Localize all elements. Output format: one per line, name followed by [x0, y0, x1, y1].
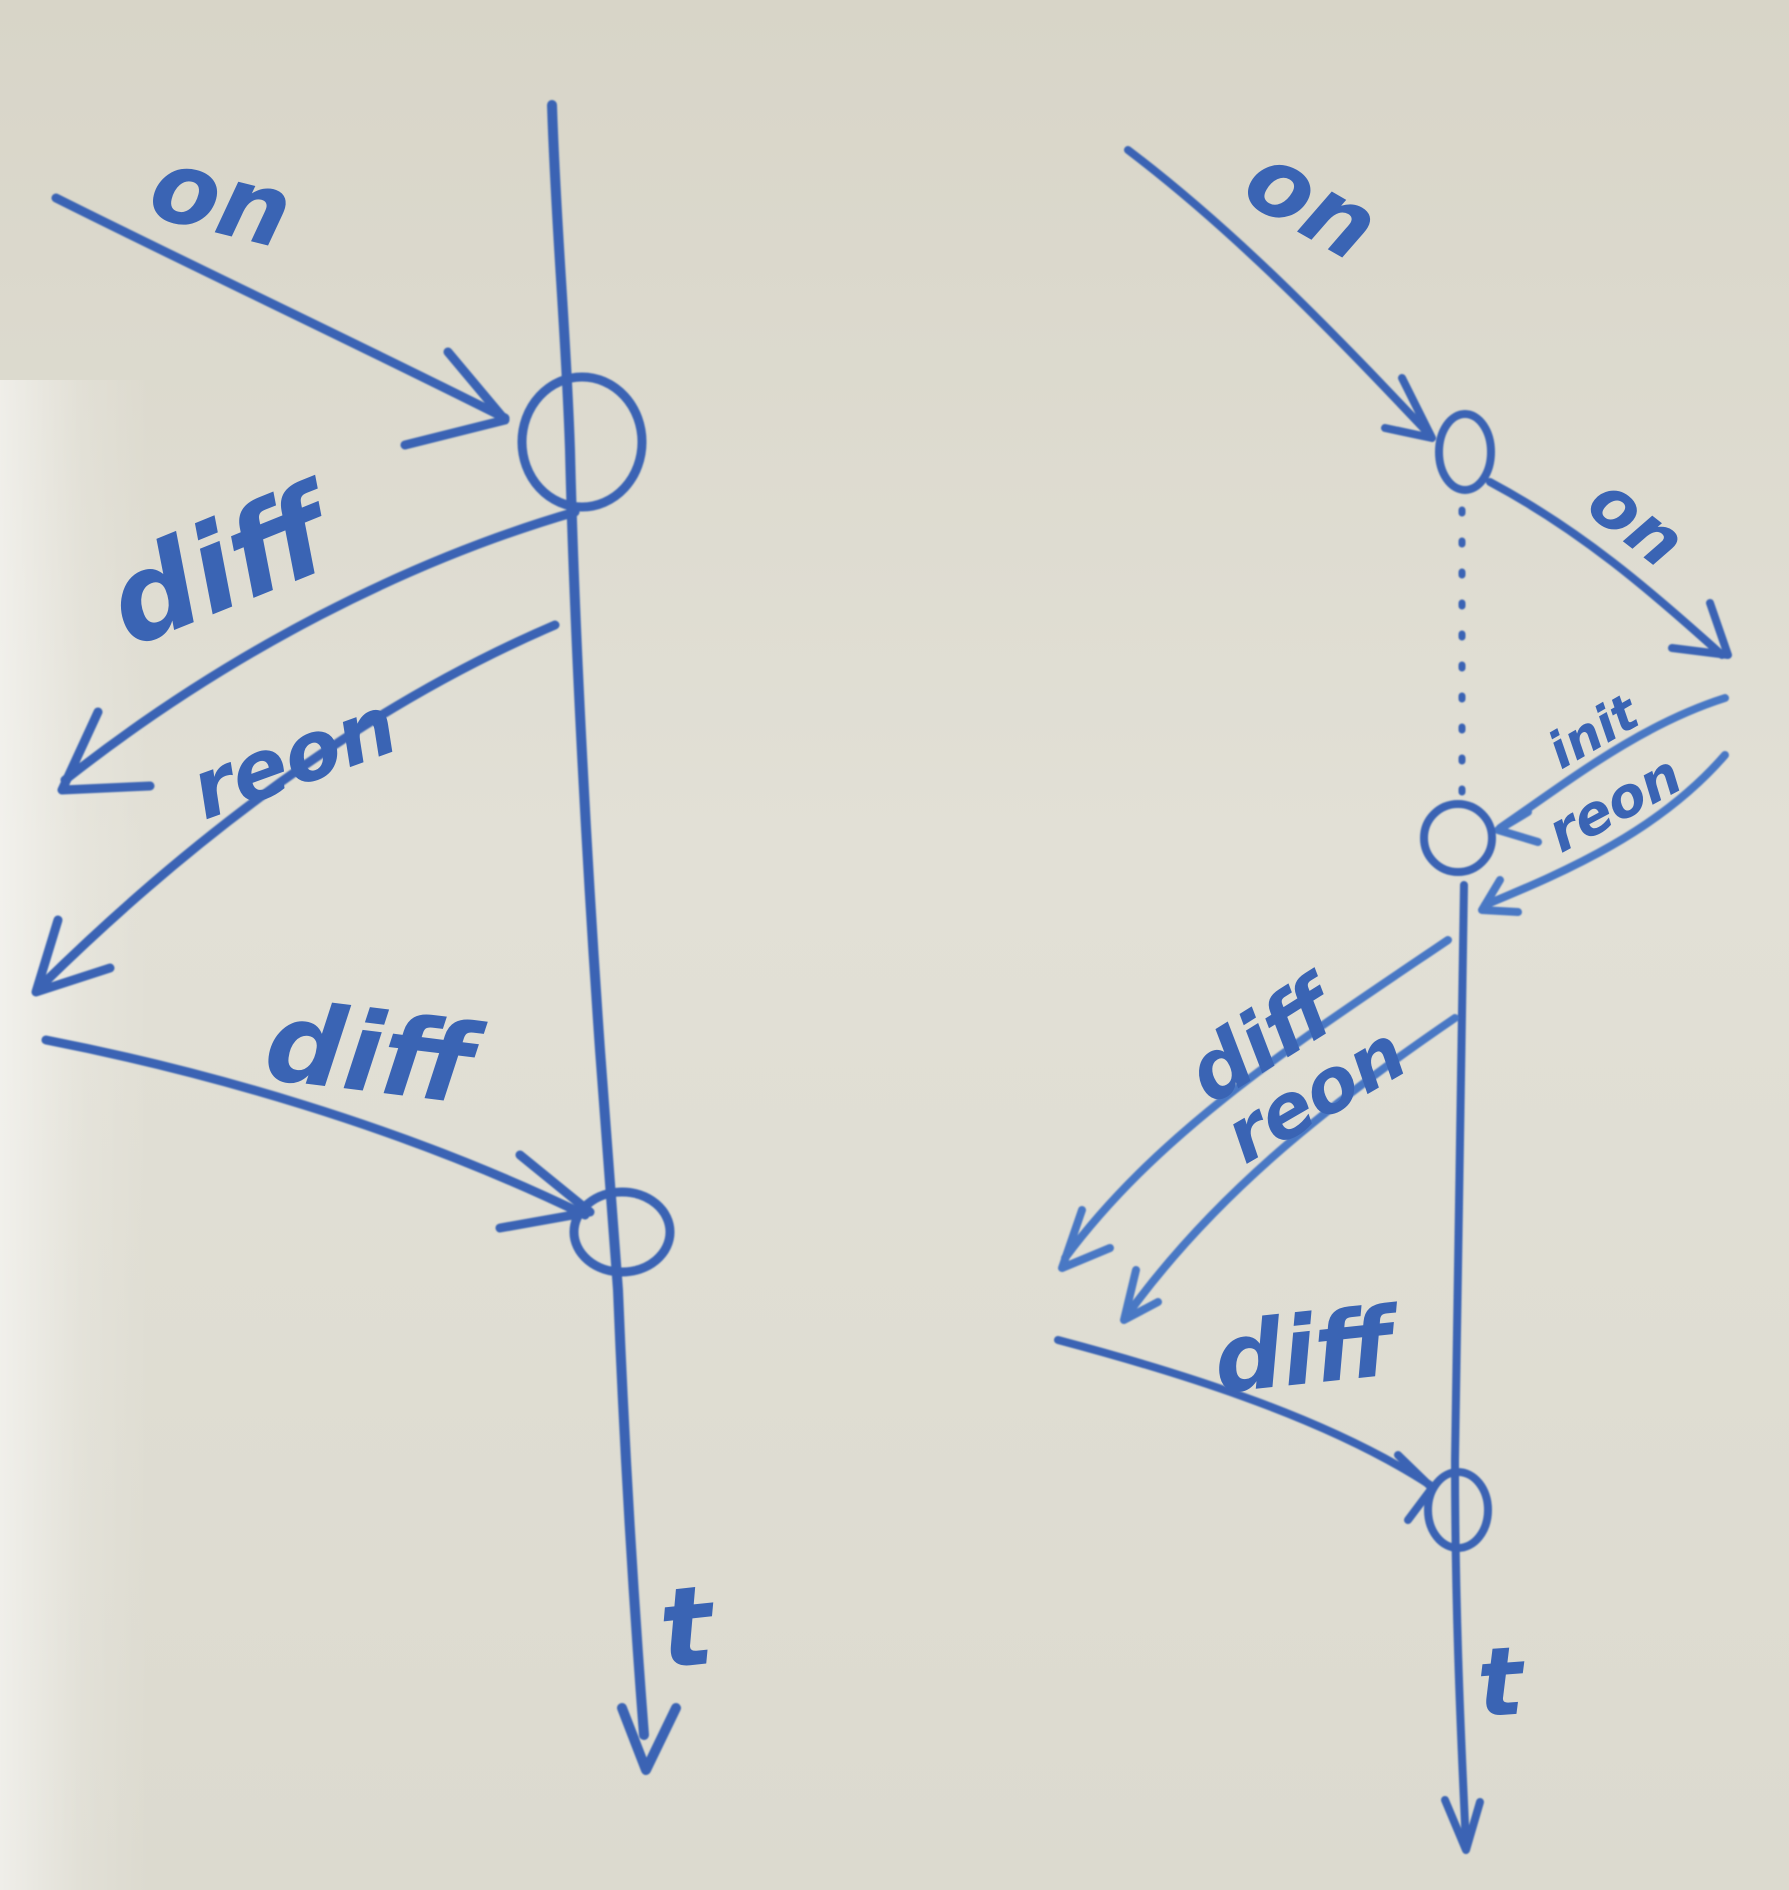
right-diagram: [1054, 146, 1732, 1854]
left-node-top: [517, 372, 647, 512]
left-reon-arrowhead: [31, 915, 115, 997]
right-init-arrowhead: [1494, 808, 1542, 846]
right-reon-return-arrow: [1481, 751, 1729, 909]
right-diff-label-bottom: diff: [1209, 1287, 1407, 1416]
right-diff-arrow-top: [1061, 936, 1452, 1262]
left-diff-arrowhead-bottom: [495, 1150, 595, 1233]
left-diff-arrow-bottom: [41, 1035, 590, 1220]
left-on-arrowhead: [400, 347, 510, 450]
left-diff-arrowhead-top: [57, 707, 155, 795]
right-diff-arrowhead-top: [1058, 1206, 1114, 1272]
left-timeline: [547, 100, 649, 1740]
right-node-middle: [1420, 800, 1496, 876]
left-node-bottom: [569, 1187, 675, 1277]
right-on-out-label: on: [1573, 459, 1701, 584]
right-time-label: t: [1474, 1626, 1531, 1739]
right-on-out-arrow: [1486, 478, 1726, 659]
right-on-in-arrowhead: [1381, 374, 1436, 442]
left-on-arrow: [51, 193, 510, 423]
left-reon-arrow: [37, 620, 560, 990]
right-node-bottom: [1424, 1468, 1492, 1552]
left-diff-arrow-top: [60, 507, 580, 785]
left-time-label: t: [653, 1561, 722, 1694]
left-reon-label: reon: [179, 678, 410, 839]
right-node-top: [1435, 410, 1495, 494]
right-diff-arrow-bottom: [1054, 1336, 1434, 1489]
left-diff-label-bottom: diff: [259, 977, 490, 1131]
right-on-out-arrowhead: [1668, 599, 1732, 659]
left-diff-label-top: diff: [88, 457, 360, 675]
left-diagram: [31, 100, 681, 1775]
right-reon-arrow: [1121, 1014, 1459, 1322]
right-reon-arrowhead: [1120, 1266, 1162, 1324]
right-timeline-arrowhead: [1441, 1796, 1484, 1854]
right-reon-return-arrowhead: [1478, 876, 1522, 916]
whiteboard-glare: [0, 380, 150, 1890]
right-timeline: [1451, 881, 1470, 1849]
left-timeline-arrowhead: [617, 1703, 681, 1775]
right-on-in-arrow: [1124, 146, 1434, 439]
